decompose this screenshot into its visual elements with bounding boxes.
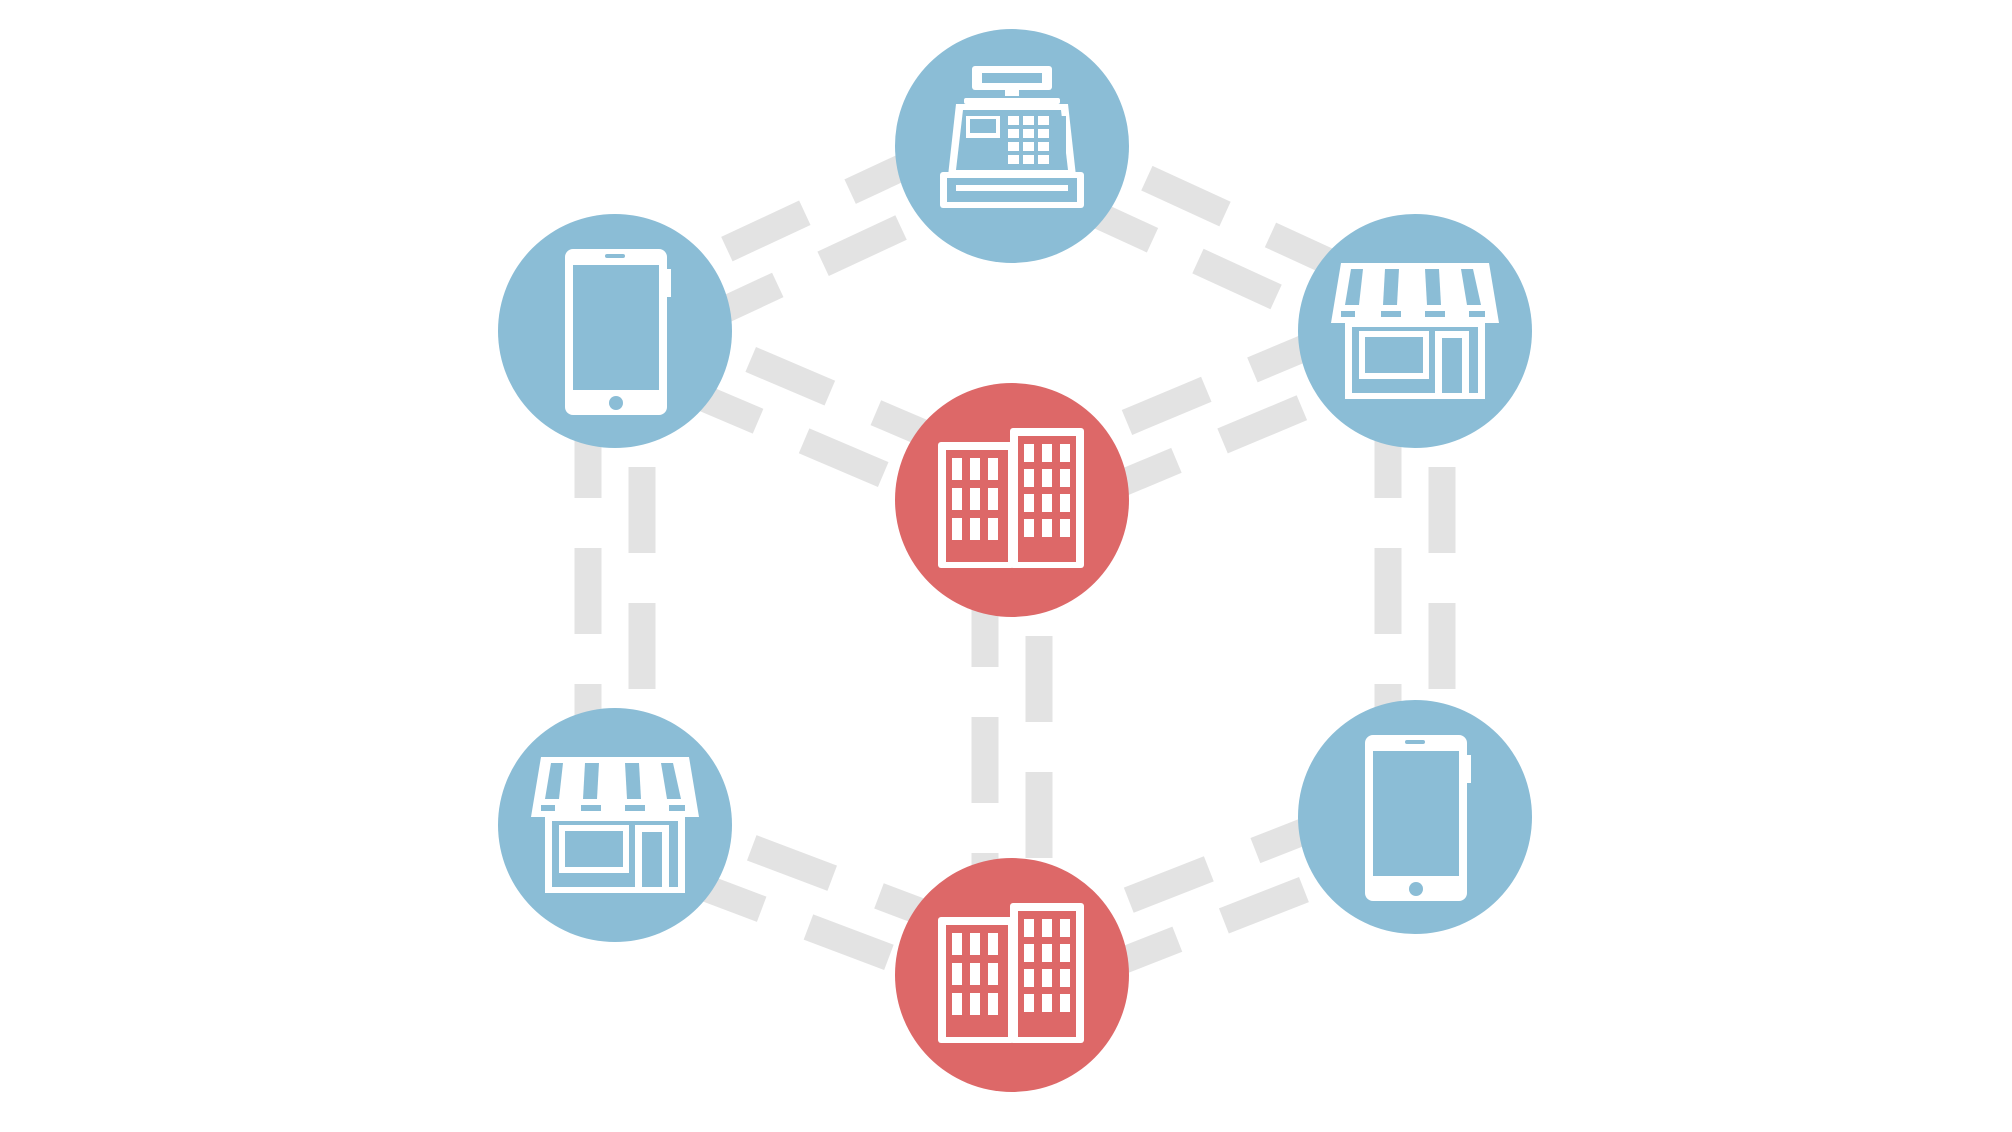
storefront-icon [531,757,699,893]
office-building-icon [938,428,1084,568]
node-building-center [895,383,1129,617]
storefront-icon [1331,263,1499,399]
office-building-icon [938,903,1084,1043]
diagram-nodes [498,29,1532,1092]
node-tablet-top-left [498,214,732,448]
node-store-top-right [1298,214,1532,448]
node-tablet-bottom-right [1298,700,1532,934]
node-store-bottom-left [498,708,732,942]
node-cash-register [895,29,1129,263]
node-building-bottom [895,858,1129,1092]
tablet-icon [1365,735,1471,901]
tablet-icon [565,249,671,415]
